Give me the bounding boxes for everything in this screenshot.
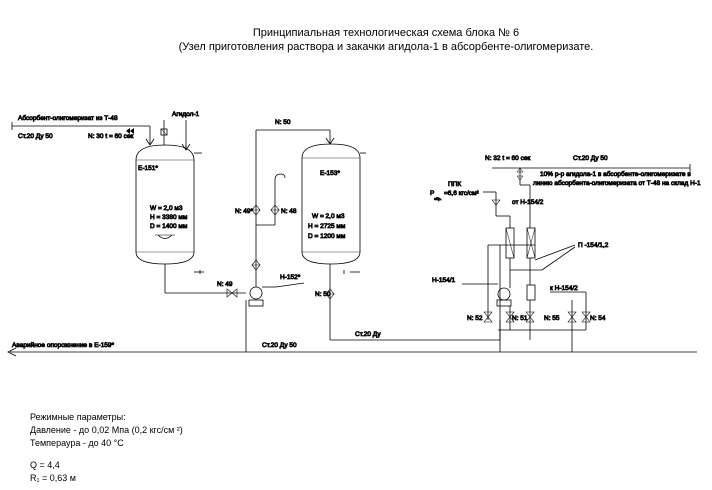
pump-h152 [248, 282, 305, 307]
right-manifold-lines [462, 244, 591, 340]
n52-label: N: 52 [467, 315, 483, 322]
st20-du-label: Ст.20 Ду [355, 331, 381, 338]
n49-label: N: 49 [217, 281, 233, 288]
emergency-drain-line [7, 300, 697, 357]
st20-du50-bottom: Ст.20 Ду 50 [262, 342, 297, 349]
solution-outlet-line [492, 164, 691, 228]
absorbent-inlet-line [11, 122, 155, 146]
n48-label: N: 48 [281, 208, 297, 215]
n50-top-label: N: 50 [275, 119, 291, 126]
agidol-inlet-line [160, 120, 191, 151]
n51-label: N: 51 [512, 315, 528, 322]
n55-label: N: 55 [544, 315, 560, 322]
absorbent-inlet-label: Абсорбент-олигомеризат из Т-48 [18, 114, 118, 122]
agidol-label: Агидол-1 [172, 111, 200, 118]
params-q: Q = 4,4 [30, 460, 60, 470]
e153-outlet-line [325, 245, 501, 341]
n50-mid-label: N: 50 [315, 291, 331, 298]
pset-label: Р [430, 190, 434, 197]
from-h1542-label: от Н-154/2 [512, 199, 544, 206]
emergency-drain-label: Аварийное опорожнение в Е-159* [12, 341, 115, 349]
diagram-title: Принципиальная технологическая схема бло… [252, 27, 520, 39]
vessel-stubs [194, 152, 366, 274]
n30-label: N: 30 t = 60 сек [88, 133, 133, 140]
pump-h1541-label: Н-154/1 [432, 277, 456, 284]
pset-sub-label: сбр. [434, 196, 442, 201]
h152-label: Н-152* [280, 274, 301, 281]
e153-label: Е-153* [320, 170, 340, 177]
e153-volume: W = 2,0 м3 [312, 213, 345, 220]
params-heading: Режимные параметры: [30, 412, 126, 422]
st20-du50-left: Ст.20 Ду 50 [18, 133, 53, 140]
vessel-e151 [135, 144, 195, 265]
pump-h1541 [496, 284, 536, 307]
solution-note-line2: линию абсорбента-олигомеризата от Т-48 н… [533, 179, 701, 187]
st20-du50-right: Ст.20 Ду 50 [573, 155, 608, 162]
e151-outlet-line [164, 264, 246, 298]
to-h1542-label: к Н-154/2 [550, 285, 578, 292]
e153-height: Н = 2725 мм [308, 223, 346, 230]
n32-label: N: 32 t = 60 сек [485, 155, 530, 162]
solution-note-line1: 10% р-р агидола-1 в абсорбенте-олигомери… [540, 170, 691, 178]
n54-label: N: 54 [590, 315, 606, 322]
params-temperature: Темпераура - до 40 °С [30, 438, 124, 448]
vessel-e153 [301, 143, 361, 265]
filter-p154-label: П -154/1,2 [578, 242, 609, 249]
pset-value: =6,6 кгс/см² [444, 190, 479, 197]
e151-height: Н = 3380 мм [150, 214, 188, 221]
e151-diameter: D = 1400 мм [150, 223, 188, 230]
relief-valve-ppk [483, 191, 511, 228]
pump-discharge-line [251, 129, 335, 287]
diagram-subtitle: (Узел приготовления раствора и закачки а… [178, 41, 594, 53]
e151-label: Е-151* [138, 165, 158, 172]
e151-volume: W = 2,0 м3 [150, 205, 183, 212]
operating-parameters: Режимные параметры: Давление - до 0,02 М… [30, 411, 183, 485]
ppk-label: ППК [448, 181, 461, 188]
filter-p154 [505, 227, 536, 259]
n49a-label: N: 49* [235, 208, 254, 215]
params-r1: R₁ = 0,63 м [30, 473, 76, 483]
params-pressure: Давление - до 0,02 Мпа (0,2 кгс/см ²) [30, 425, 183, 435]
e153-diameter: D = 1200 мм [308, 233, 346, 240]
